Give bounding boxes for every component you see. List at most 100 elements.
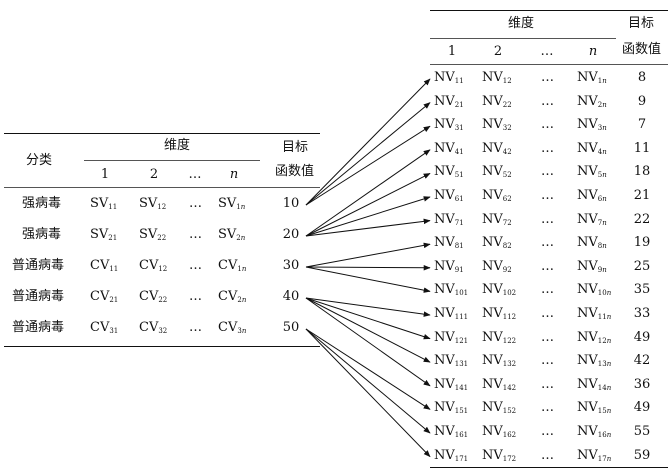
right-cell-dimn: NV5n [577, 164, 607, 180]
cell-subscript: 1n [597, 77, 607, 85]
cell-subscript: 42 [502, 147, 512, 156]
cell-subscript: 131 [454, 360, 469, 369]
left-table-bottom-rule [4, 346, 320, 347]
left-row-value: 10 [282, 196, 300, 211]
right-row-value: 11 [633, 140, 651, 156]
cell-prefix: NV [482, 235, 503, 251]
right-cell-dim1: NV111 [434, 306, 468, 322]
cell-subscript: 6n [597, 195, 607, 203]
right-cell-dimn: NV16n [577, 424, 611, 440]
cell-prefix: NV [434, 424, 455, 439]
right-header-objective-1: 目标 [628, 16, 655, 31]
right-cell-ellipsis: … [541, 117, 554, 133]
cell-subscript: 121 [454, 336, 469, 345]
cell-subscript: 12n [597, 336, 612, 345]
cell-subscript: 111 [454, 313, 469, 321]
mapping-arrow [305, 78, 431, 206]
cell-prefix: NV [434, 376, 455, 392]
left-row-label: 强病毒 [22, 196, 62, 211]
cell-prefix: NV [434, 282, 455, 298]
right-cell-dim1: NV51 [434, 164, 464, 180]
cell-subscript: 161 [454, 431, 469, 439]
cell-subscript: 12 [157, 203, 167, 211]
cell-prefix: NV [482, 376, 503, 392]
right-row-value: 25 [633, 258, 651, 274]
right-row-value: 21 [633, 188, 651, 203]
mapping-arrow [305, 297, 431, 317]
cell-subscript: 32 [502, 124, 512, 133]
left-header-dimension: 维度 [164, 138, 191, 153]
right-cell-dimn: NV11n [577, 306, 611, 322]
left-row-value: 40 [282, 289, 300, 304]
cell-prefix: NV [577, 211, 598, 227]
left-cell-ellipsis: … [189, 320, 202, 335]
right-table-header-rule [430, 64, 668, 65]
cell-prefix: CV [139, 289, 159, 304]
cell-prefix: NV [482, 282, 503, 298]
right-cell-dim2: NV82 [482, 235, 512, 251]
cell-subscript: 21 [109, 296, 119, 304]
cell-prefix: CV [139, 258, 159, 273]
right-cell-dimn: NV12n [577, 330, 611, 346]
cell-prefix: NV [577, 117, 598, 133]
cell-subscript: 11 [454, 77, 464, 85]
cell-subscript: 82 [502, 242, 512, 251]
right-cell-dim2: NV62 [482, 188, 512, 204]
cell-prefix: NV [482, 164, 503, 180]
cell-prefix: SV [218, 227, 237, 242]
cell-prefix: NV [434, 211, 455, 227]
right-cell-ellipsis: … [541, 164, 554, 180]
left-table-sub-rule [84, 160, 260, 161]
cell-prefix: NV [577, 424, 598, 439]
cell-prefix: NV [434, 93, 455, 109]
right-row-value: 19 [633, 235, 651, 251]
cell-subscript: 3n [237, 327, 247, 335]
right-cell-dimn: NV8n [577, 235, 607, 251]
cell-subscript: 32 [158, 327, 168, 335]
cell-prefix: NV [434, 117, 455, 133]
left-row-value: 50 [282, 320, 300, 335]
cell-subscript: 101 [454, 289, 469, 298]
cell-subscript: 4n [597, 147, 607, 156]
right-row-value: 33 [633, 306, 651, 321]
cell-subscript: 2n [236, 234, 246, 242]
left-row-value: 20 [282, 227, 300, 242]
right-cell-ellipsis: … [541, 258, 554, 274]
mapping-arrow [305, 328, 431, 458]
left-cell-dim2: CV32 [139, 320, 167, 336]
right-row-value: 9 [637, 93, 647, 109]
right-cell-ellipsis: … [541, 235, 554, 251]
cell-subscript: 1n [236, 203, 246, 211]
cell-prefix: NV [434, 306, 455, 321]
right-cell-dim1: NV121 [434, 330, 468, 346]
cell-subscript: 92 [502, 265, 512, 274]
right-cell-dimn: NV7n [577, 212, 607, 228]
right-cell-dim1: NV21 [434, 94, 464, 110]
cell-subscript: 142 [502, 383, 517, 392]
right-row-value: 59 [633, 447, 651, 463]
left-header-class: 分类 [26, 153, 53, 168]
right-cell-ellipsis: … [541, 424, 554, 439]
left-dim-header-n: n [229, 167, 239, 182]
cell-subscript: 12 [158, 265, 168, 273]
cell-prefix: CV [218, 320, 238, 335]
right-row-value: 35 [633, 282, 651, 298]
cell-subscript: 22 [157, 234, 167, 242]
cell-subscript: 132 [502, 360, 517, 369]
right-cell-dim2: NV12 [482, 70, 512, 86]
cell-prefix: SV [139, 196, 158, 211]
cell-subscript: 162 [502, 431, 517, 439]
cell-prefix: NV [482, 329, 503, 345]
cell-prefix: NV [577, 93, 598, 109]
cell-subscript: 14n [597, 383, 612, 392]
right-cell-dim1: NV151 [434, 400, 468, 416]
left-cell-dim1: CV31 [90, 320, 118, 336]
right-header-dimension: 维度 [508, 16, 535, 31]
cell-prefix: NV [434, 235, 455, 251]
mapping-arrow [305, 102, 431, 206]
right-cell-dimn: NV1n [577, 70, 607, 86]
right-cell-dimn: NV6n [577, 188, 607, 204]
cell-prefix: NV [577, 235, 598, 251]
cell-subscript: 11n [597, 313, 612, 321]
cell-prefix: NV [434, 188, 455, 203]
